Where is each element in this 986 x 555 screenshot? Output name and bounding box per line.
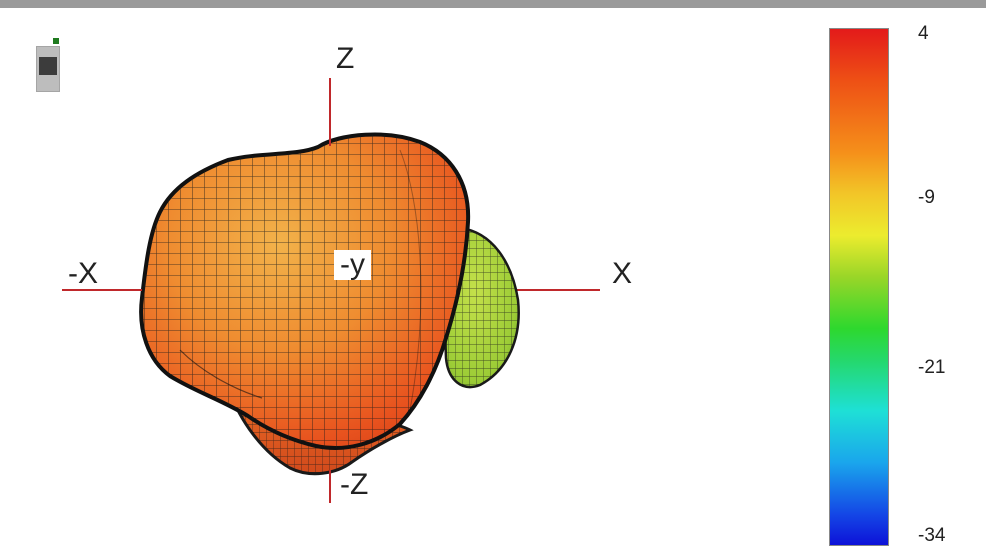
device-orientation-icon <box>34 38 62 94</box>
axis-label-z: Z <box>336 42 355 75</box>
axis-label-neg-y: -y <box>334 250 371 280</box>
device-indicator <box>53 38 59 44</box>
axis-label-neg-x: -X <box>68 257 98 290</box>
main-lobe <box>139 132 471 450</box>
color-scale-tick-lower: -21 <box>918 357 946 378</box>
axis-label-neg-z: -Z <box>340 468 369 501</box>
device-body <box>36 46 60 92</box>
color-scale-tick-min: -34 <box>918 525 946 546</box>
axis-label-x: X <box>612 257 633 290</box>
color-scale-bar <box>829 28 889 546</box>
color-scale-tick-max: 4 <box>918 23 929 44</box>
top-border <box>0 0 986 8</box>
color-scale-tick-upper: -9 <box>918 187 935 208</box>
device-screen <box>39 57 57 75</box>
